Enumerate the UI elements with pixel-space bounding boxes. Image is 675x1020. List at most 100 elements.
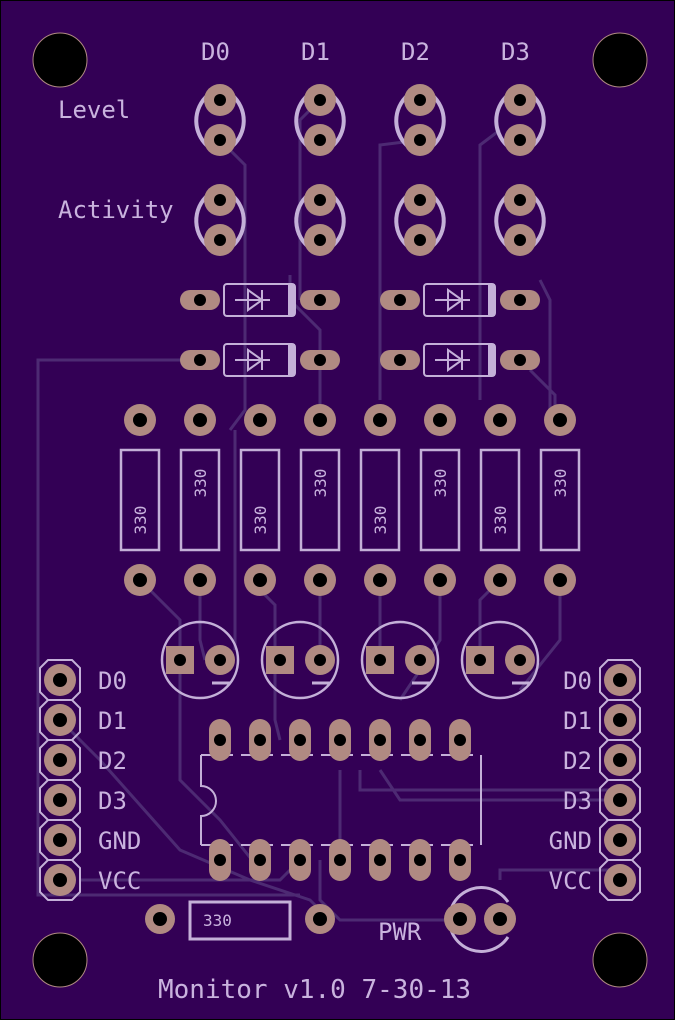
drill bbox=[394, 294, 406, 306]
resistor: 330 bbox=[479, 404, 521, 596]
drill bbox=[433, 413, 447, 427]
resistor-outline bbox=[539, 448, 581, 552]
transistor-outline bbox=[360, 620, 440, 700]
resistor-outline bbox=[188, 900, 292, 941]
header-pin-label: D2 bbox=[563, 747, 592, 775]
drill bbox=[53, 673, 67, 687]
resistor-value: 330 bbox=[551, 469, 570, 498]
transistor-outline bbox=[460, 620, 540, 700]
resistor-value: 330 bbox=[491, 506, 510, 535]
drill bbox=[253, 573, 267, 587]
pwr-resistor-value: 330 bbox=[203, 911, 232, 930]
drill bbox=[514, 134, 526, 146]
resistor-value: 330 bbox=[251, 506, 270, 535]
header-pin-outline bbox=[39, 859, 81, 901]
led-column-label: D3 bbox=[501, 38, 530, 66]
drill bbox=[214, 134, 226, 146]
drill bbox=[493, 912, 507, 926]
drill bbox=[414, 134, 426, 146]
transistor-outline bbox=[160, 620, 240, 700]
diode-symbol bbox=[435, 348, 470, 372]
drill bbox=[433, 573, 447, 587]
drill bbox=[53, 873, 67, 887]
drill bbox=[274, 654, 286, 666]
drill bbox=[193, 413, 207, 427]
resistor: 330 bbox=[239, 404, 281, 596]
drill bbox=[153, 912, 167, 926]
activity-label: Activity bbox=[58, 196, 174, 224]
drill bbox=[133, 573, 147, 587]
mounting-hole bbox=[592, 32, 648, 88]
header-pin-label: VCC bbox=[549, 867, 592, 895]
transistor-outline bbox=[260, 620, 340, 700]
drill bbox=[194, 294, 206, 306]
drill bbox=[193, 573, 207, 587]
drill bbox=[514, 654, 526, 666]
ic-dip14 bbox=[200, 719, 482, 881]
cathode-band bbox=[488, 284, 495, 316]
cathode-band bbox=[488, 344, 495, 376]
level-led bbox=[494, 84, 546, 156]
resistor-outline bbox=[479, 448, 521, 552]
drill bbox=[133, 413, 147, 427]
drill bbox=[294, 854, 306, 866]
drill bbox=[373, 573, 387, 587]
drill bbox=[314, 654, 326, 666]
led-column-label: D0 bbox=[201, 38, 230, 66]
resistor-outline bbox=[119, 448, 161, 552]
resistor-outline bbox=[419, 448, 461, 552]
transistor bbox=[160, 620, 240, 700]
drill bbox=[313, 413, 327, 427]
header-pin-label: D1 bbox=[98, 707, 127, 735]
drill bbox=[314, 234, 326, 246]
diode bbox=[180, 343, 340, 377]
diode bbox=[380, 283, 540, 317]
cathode-band bbox=[288, 284, 295, 316]
drill bbox=[334, 854, 346, 866]
resistor-value: 330 bbox=[131, 506, 150, 535]
resistor-outline bbox=[359, 448, 401, 552]
transistor bbox=[260, 620, 340, 700]
drill bbox=[214, 654, 226, 666]
resistor: 330 bbox=[179, 404, 221, 596]
drill bbox=[514, 354, 526, 366]
drill bbox=[53, 833, 67, 847]
drill bbox=[454, 734, 466, 746]
drill bbox=[493, 413, 507, 427]
drill bbox=[514, 94, 526, 106]
header-pin-outline bbox=[599, 859, 641, 901]
resistor: 330 bbox=[539, 404, 581, 596]
led-column-label: D2 bbox=[401, 38, 430, 66]
drill bbox=[374, 854, 386, 866]
header-pin-label: D3 bbox=[98, 787, 127, 815]
header-pin-label: D3 bbox=[563, 787, 592, 815]
led-array bbox=[194, 84, 546, 256]
pwr-resistor: 330 bbox=[145, 900, 335, 941]
diode-symbol bbox=[435, 288, 470, 312]
drill bbox=[394, 354, 406, 366]
led-column-labels: D0 D1 D2 D3 bbox=[201, 38, 530, 66]
drill bbox=[553, 413, 567, 427]
board-title: Monitor v1.0 7-30-13 bbox=[158, 975, 471, 1005]
transistor bbox=[460, 620, 540, 700]
drill bbox=[314, 194, 326, 206]
drill bbox=[414, 234, 426, 246]
drill bbox=[313, 573, 327, 587]
drill bbox=[53, 713, 67, 727]
drill bbox=[214, 194, 226, 206]
header-pin-label: GND bbox=[98, 827, 141, 855]
drill bbox=[214, 234, 226, 246]
drill bbox=[174, 654, 186, 666]
drill bbox=[214, 854, 226, 866]
drill bbox=[613, 753, 627, 767]
drill bbox=[493, 573, 507, 587]
drill bbox=[414, 94, 426, 106]
diode-array bbox=[180, 283, 540, 377]
header-pin-label: D2 bbox=[98, 747, 127, 775]
level-led bbox=[194, 84, 246, 156]
drill bbox=[514, 194, 526, 206]
led-column-label: D1 bbox=[301, 38, 330, 66]
